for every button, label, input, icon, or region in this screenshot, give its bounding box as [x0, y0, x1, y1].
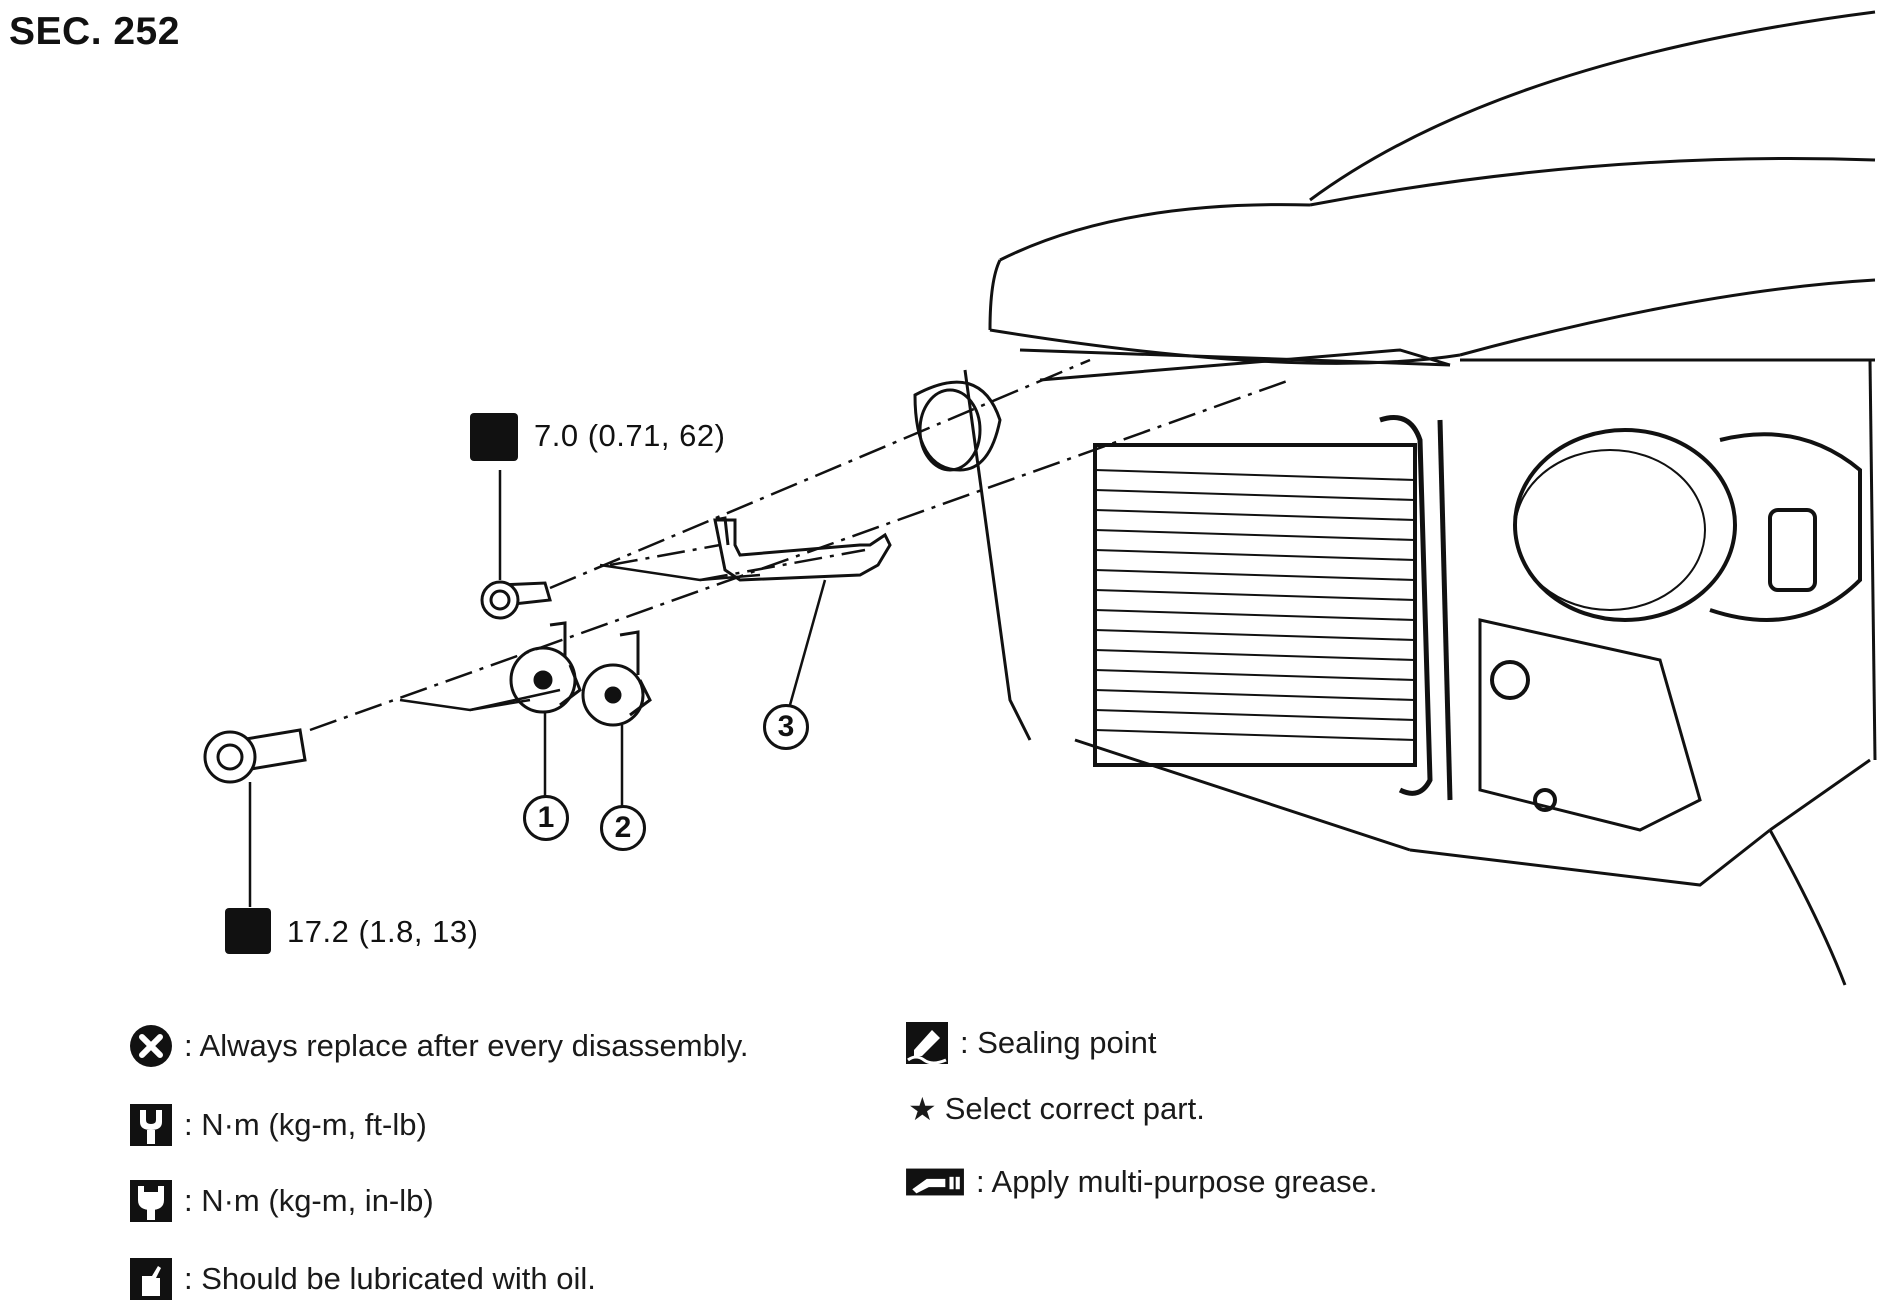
- wrench-open-icon: [130, 1104, 172, 1146]
- grease-gun-icon: [906, 1168, 964, 1196]
- callout-1: 1: [523, 795, 569, 841]
- legend-always-replace: : Always replace after every disassembly…: [128, 1023, 749, 1069]
- legend-select-part: ★ Select correct part.: [908, 1090, 1205, 1128]
- callout-3: 3: [763, 704, 809, 750]
- legend-grease-text: : Apply multi-purpose grease.: [976, 1164, 1378, 1199]
- wrench-filled-icon: [470, 413, 518, 461]
- assembly-guide-lines: [309, 358, 1291, 732]
- headlamp-assembly: [1478, 428, 1862, 832]
- callout-2: 2: [600, 805, 646, 851]
- x-circle-icon: [130, 1025, 172, 1067]
- oil-can-icon: [130, 1258, 172, 1300]
- legend-select-part-text: Select correct part.: [944, 1091, 1205, 1126]
- sealant-icon: [906, 1022, 948, 1065]
- star-icon: ★: [908, 1090, 937, 1128]
- legend-lubricate-oil-text: : Should be lubricated with oil.: [184, 1261, 596, 1296]
- legend-sealing-point-text: : Sealing point: [960, 1025, 1157, 1060]
- wrench-open-icon: [225, 908, 271, 954]
- radiator-core: [1093, 415, 1453, 801]
- legend-torque-inlb: : N·m (kg-m, in-lb): [128, 1178, 434, 1224]
- legend-torque-ftlb: : N·m (kg-m, ft-lb): [128, 1102, 427, 1148]
- callout-leaders: [248, 470, 827, 907]
- legend-always-replace-text: : Always replace after every disassembly…: [184, 1028, 749, 1063]
- assembly-guide-solid-lines: [399, 563, 761, 712]
- upper-bolt: [480, 580, 552, 620]
- legend-grease: : Apply multi-purpose grease.: [904, 1164, 1378, 1200]
- horn-bracket: [713, 516, 892, 582]
- upper-bolt-torque: 7.0 (0.71, 62): [534, 418, 726, 453]
- horn-high: [581, 630, 652, 727]
- legend-lubricate-oil: : Should be lubricated with oil.: [128, 1256, 596, 1302]
- lower-bolt: [203, 728, 307, 784]
- section-label: SEC. 252: [9, 10, 180, 53]
- legend-torque-inlb-text: : N·m (kg-m, in-lb): [184, 1183, 434, 1218]
- wrench-filled-icon: [130, 1180, 172, 1222]
- vehicle-front-illustration: [913, 10, 1877, 986]
- legend-sealing-point: : Sealing point: [904, 1020, 1156, 1066]
- legend-torque-ftlb-text: : N·m (kg-m, ft-lb): [184, 1107, 427, 1142]
- lower-bolt-torque: 17.2 (1.8, 13): [287, 914, 479, 949]
